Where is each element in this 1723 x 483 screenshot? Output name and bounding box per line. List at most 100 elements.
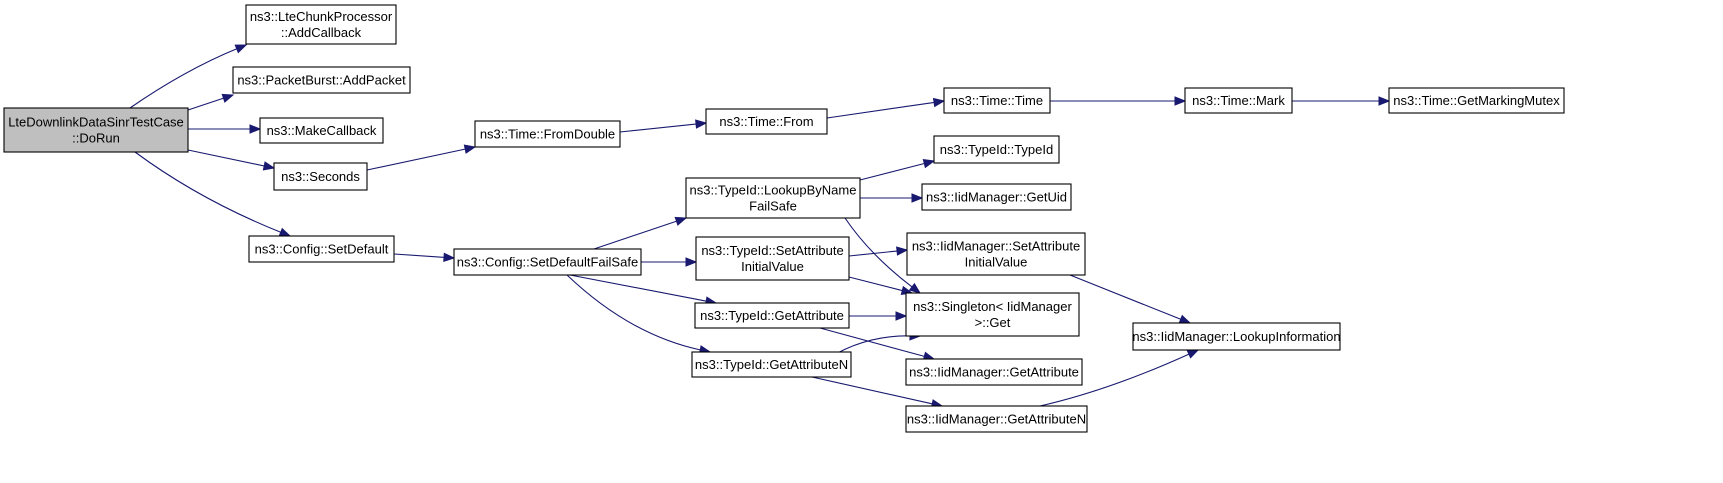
arrowhead-typeid_lookup_by_name_failsafe-to-singleton_iidmanager_get [908, 282, 922, 294]
node-lte_chunk_add_callback[interactable]: ns3::LteChunkProcessor::AddCallback [245, 4, 397, 45]
edge-time_from_double-to-time_from [619, 123, 698, 133]
node-label: ns3::Time::GetMarkingMutex [1393, 93, 1560, 108]
node-label: >::Get [975, 315, 1011, 330]
node-label: ns3::Config::SetDefault [255, 242, 389, 257]
arrowhead-iidmanager_set_attribute_initial_value-to-iidmanager_lookup_information [1178, 314, 1192, 324]
node-label: ns3::TypeId::GetAttribute [700, 308, 844, 323]
arrowhead-typeid_set_attribute_initial_value-to-iidmanager_set_attribute_initial_value [896, 246, 909, 256]
node-box [1184, 87, 1293, 114]
arrowhead-root-to-seconds [262, 161, 276, 171]
node-time_time[interactable]: ns3::Time::Time [943, 87, 1051, 114]
edge-seconds-to-time_from_double [366, 148, 467, 171]
edge-typeid_lookup_by_name_failsafe-to-typeid_typeid [859, 162, 926, 181]
node-label: FailSafe [749, 199, 797, 214]
edge-typeid_set_attribute_initial_value-to-singleton_iidmanager_get [848, 276, 904, 292]
node-box [694, 302, 850, 329]
edge-config_set_default_failsafe-to-typeid_get_attribute [569, 274, 708, 302]
node-typeid_get_attribute_n[interactable]: ns3::TypeId::GetAttributeN [691, 351, 852, 378]
node-label: ns3::Time::FromDouble [480, 127, 615, 142]
node-singleton_iidmanager_get[interactable]: ns3::Singleton< IidManager>::Get [905, 292, 1080, 337]
node-iidmanager_lookup_information[interactable]: ns3::IidManager::LookupInformation [1132, 322, 1341, 351]
node-time_get_marking_mutex[interactable]: ns3::Time::GetMarkingMutex [1388, 87, 1565, 114]
node-label: ns3::TypeId::SetAttribute [701, 243, 843, 258]
node-packet_burst_add_packet[interactable]: ns3::PacketBurst::AddPacket [232, 66, 411, 94]
edge-config_set_default-to-config_set_default_failsafe [393, 253, 446, 258]
node-label: ns3::Config::SetDefaultFailSafe [457, 255, 638, 270]
node-time_mark[interactable]: ns3::Time::Mark [1184, 87, 1293, 114]
node-label: ns3::LteChunkProcessor [250, 9, 393, 24]
node-iidmanager_get_attribute[interactable]: ns3::IidManager::GetAttribute [905, 358, 1083, 386]
node-box [248, 235, 395, 263]
edge-typeid_get_attribute-to-iidmanager_get_attribute [819, 327, 926, 358]
arrowhead-config_set_default_failsafe-to-typeid_set_attribute_initial_value [685, 257, 698, 267]
node-box [685, 177, 861, 219]
node-time_from_double[interactable]: ns3::Time::FromDouble [474, 120, 621, 148]
node-box [259, 117, 384, 144]
node-box [245, 4, 397, 45]
node-box [232, 66, 411, 94]
node-label: ::AddCallback [281, 25, 362, 40]
edge-root-to-seconds [187, 149, 266, 167]
edge-root-to-config_set_default [134, 151, 282, 234]
arrowhead-config_set_default-to-config_set_default_failsafe [443, 252, 456, 263]
node-box [691, 351, 852, 378]
node-label: ns3::Time::From [719, 114, 813, 129]
node-box [3, 107, 189, 153]
edge-typeid_set_attribute_initial_value-to-iidmanager_set_attribute_initial_value [848, 250, 899, 257]
node-time_from[interactable]: ns3::Time::From [705, 108, 828, 135]
arrowhead-config_set_default_failsafe-to-typeid_lookup_by_name_failsafe [674, 216, 688, 226]
node-label: InitialValue [965, 255, 1028, 270]
node-box [905, 292, 1080, 337]
node-box [273, 162, 368, 191]
node-box [943, 87, 1051, 114]
edge-config_set_default_failsafe-to-typeid_get_attribute_n [566, 274, 702, 351]
node-label: ns3::MakeCallback [267, 123, 377, 138]
edge-iidmanager_get_attribute_n-to-iidmanager_lookup_information [1039, 353, 1191, 407]
node-seconds[interactable]: ns3::Seconds [273, 162, 368, 191]
arrowhead-time_mark-to-time_get_marking_mutex [1378, 96, 1391, 106]
node-iidmanager_get_uid[interactable]: ns3::IidManager::GetUid [921, 183, 1072, 211]
arrowhead-root-to-lte_chunk_add_callback [234, 44, 248, 54]
arrowhead-iidmanager_get_attribute_n-to-iidmanager_lookup_information [1186, 349, 1200, 359]
node-label: ns3::TypeId::TypeId [940, 142, 1053, 157]
node-box [695, 236, 850, 281]
node-label: ns3::Time::Mark [1192, 93, 1285, 108]
node-iidmanager_get_attribute_n[interactable]: ns3::IidManager::GetAttributeN [905, 405, 1088, 433]
node-label: ns3::Time::Time [951, 93, 1043, 108]
arrowhead-root-to-packet_burst_add_packet [221, 93, 235, 103]
arrowhead-typeid_get_attribute-to-singleton_iidmanager_get [895, 311, 908, 321]
node-typeid_get_attribute[interactable]: ns3::TypeId::GetAttribute [694, 302, 850, 329]
node-label: ns3::IidManager::GetUid [926, 190, 1067, 205]
arrowhead-root-to-config_set_default [278, 227, 292, 237]
arrowhead-time_from_double-to-time_from [695, 119, 708, 129]
node-root[interactable]: LteDownlinkDataSinrTestCase::DoRun [3, 107, 189, 153]
node-box [921, 183, 1072, 211]
arrowhead-seconds-to-time_from_double [463, 144, 477, 154]
node-label: LteDownlinkDataSinrTestCase [8, 115, 184, 130]
node-config_set_default_failsafe[interactable]: ns3::Config::SetDefaultFailSafe [453, 248, 642, 276]
node-box [1132, 322, 1341, 351]
arrowhead-typeid_lookup_by_name_failsafe-to-typeid_typeid [922, 159, 936, 169]
edge-root-to-packet_burst_add_packet [187, 97, 225, 111]
node-label: ns3::PacketBurst::AddPacket [237, 73, 406, 88]
node-box [905, 358, 1083, 386]
node-box [453, 248, 642, 276]
node-make_callback[interactable]: ns3::MakeCallback [259, 117, 384, 144]
edge-iidmanager_set_attribute_initial_value-to-iidmanager_lookup_information [1069, 274, 1182, 321]
node-label: ns3::Singleton< IidManager [913, 299, 1072, 314]
node-label: ns3::TypeId::LookupByName [690, 183, 857, 198]
node-box [906, 232, 1086, 276]
node-config_set_default[interactable]: ns3::Config::SetDefault [248, 235, 395, 263]
node-label: ns3::IidManager::SetAttribute [912, 239, 1080, 254]
node-label: ns3::TypeId::GetAttributeN [695, 357, 848, 372]
node-iidmanager_set_attribute_initial_value[interactable]: ns3::IidManager::SetAttributeInitialValu… [906, 232, 1086, 276]
node-box [905, 405, 1088, 433]
arrowhead-root-to-make_callback [249, 124, 262, 134]
node-label: ns3::Seconds [281, 169, 360, 184]
node-box [705, 108, 828, 135]
edge-time_from-to-time_time [826, 101, 936, 119]
arrowhead-time_time-to-time_mark [1174, 96, 1187, 106]
node-typeid_typeid[interactable]: ns3::TypeId::TypeId [933, 135, 1060, 164]
